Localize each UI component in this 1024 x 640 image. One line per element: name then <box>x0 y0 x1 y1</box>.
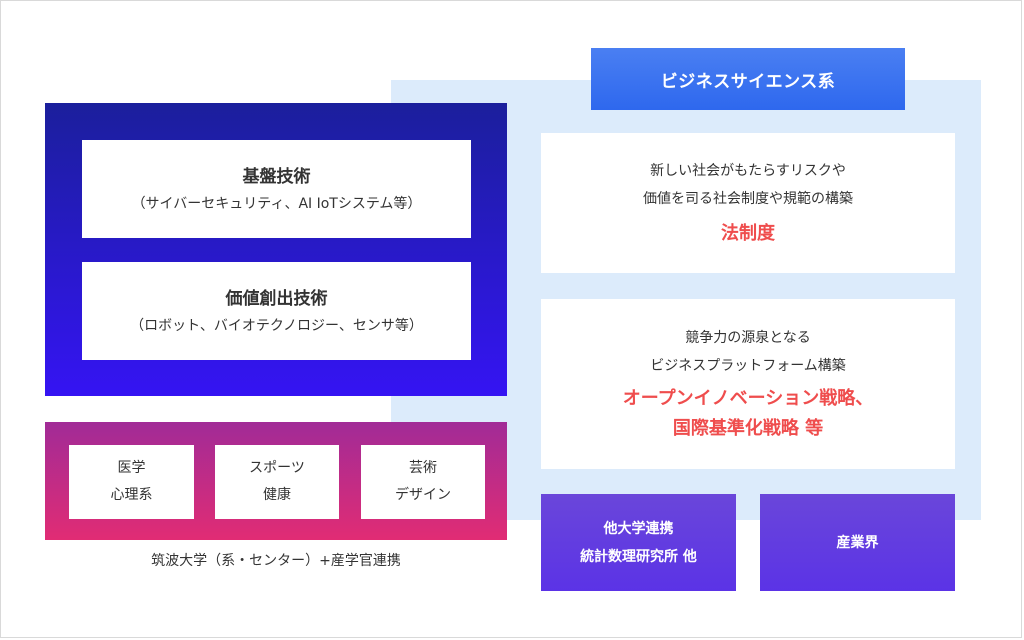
competitiveness-card-line-1: 競争力の源泉となる <box>685 330 811 346</box>
art-design-card: 芸術 デザイン <box>361 445 485 519</box>
industry-box: 産業界 <box>760 494 955 591</box>
law-card-line-1: 新しい社会がもたらすリスクや <box>650 163 846 179</box>
law-card-accent: 法制度 <box>721 223 775 244</box>
value-creation-technology-subtitle: （ロボット、バイオテクノロジー、センサ等） <box>130 318 423 334</box>
sports-line-1: スポーツ <box>249 460 305 476</box>
other-universities-line-1: 他大学連携 <box>603 520 674 537</box>
competitiveness-card-line-2: ビジネスプラットフォーム構築 <box>650 358 846 374</box>
art-line-2: デザイン <box>395 487 451 503</box>
competitiveness-card-accent-1: オープンイノベーション戦略、 <box>622 388 874 409</box>
competitiveness-card-accent-2: 国際基準化戦略 等 <box>672 418 824 439</box>
tsukuba-caption: 筑波大学（系・センター）+産学官連携 <box>151 553 401 569</box>
business-science-header: ビジネスサイエンス系 <box>591 48 905 110</box>
foundation-technology-subtitle: （サイバーセキュリティ、AI IoTシステム等） <box>131 196 422 212</box>
competitiveness-card: 競争力の源泉となる ビジネスプラットフォーム構築 オープンイノベーション戦略、 … <box>541 299 955 469</box>
foundation-technology-title: 基盤技術 <box>242 167 311 187</box>
sports-line-2: 健康 <box>263 487 291 503</box>
law-card-line-2: 価値を司る社会制度や規範の構築 <box>643 191 853 207</box>
medicine-line-2: 心理系 <box>110 487 153 503</box>
law-system-card: 新しい社会がもたらすリスクや 価値を司る社会制度や規範の構築 法制度 <box>541 133 955 273</box>
art-line-1: 芸術 <box>409 460 437 476</box>
medicine-line-1: 医学 <box>117 460 146 476</box>
medicine-psychology-card: 医学 心理系 <box>69 445 194 519</box>
value-creation-technology-title: 価値創出技術 <box>225 289 328 309</box>
other-universities-line-2: 統計数理研究所 他 <box>580 548 697 565</box>
sports-health-card: スポーツ 健康 <box>215 445 339 519</box>
foundation-technology-card: 基盤技術 （サイバーセキュリティ、AI IoTシステム等） <box>82 140 471 238</box>
other-universities-box: 他大学連携 統計数理研究所 他 <box>541 494 736 591</box>
value-creation-technology-card: 価値創出技術 （ロボット、バイオテクノロジー、センサ等） <box>82 262 471 360</box>
industry-label: 産業界 <box>836 534 879 551</box>
